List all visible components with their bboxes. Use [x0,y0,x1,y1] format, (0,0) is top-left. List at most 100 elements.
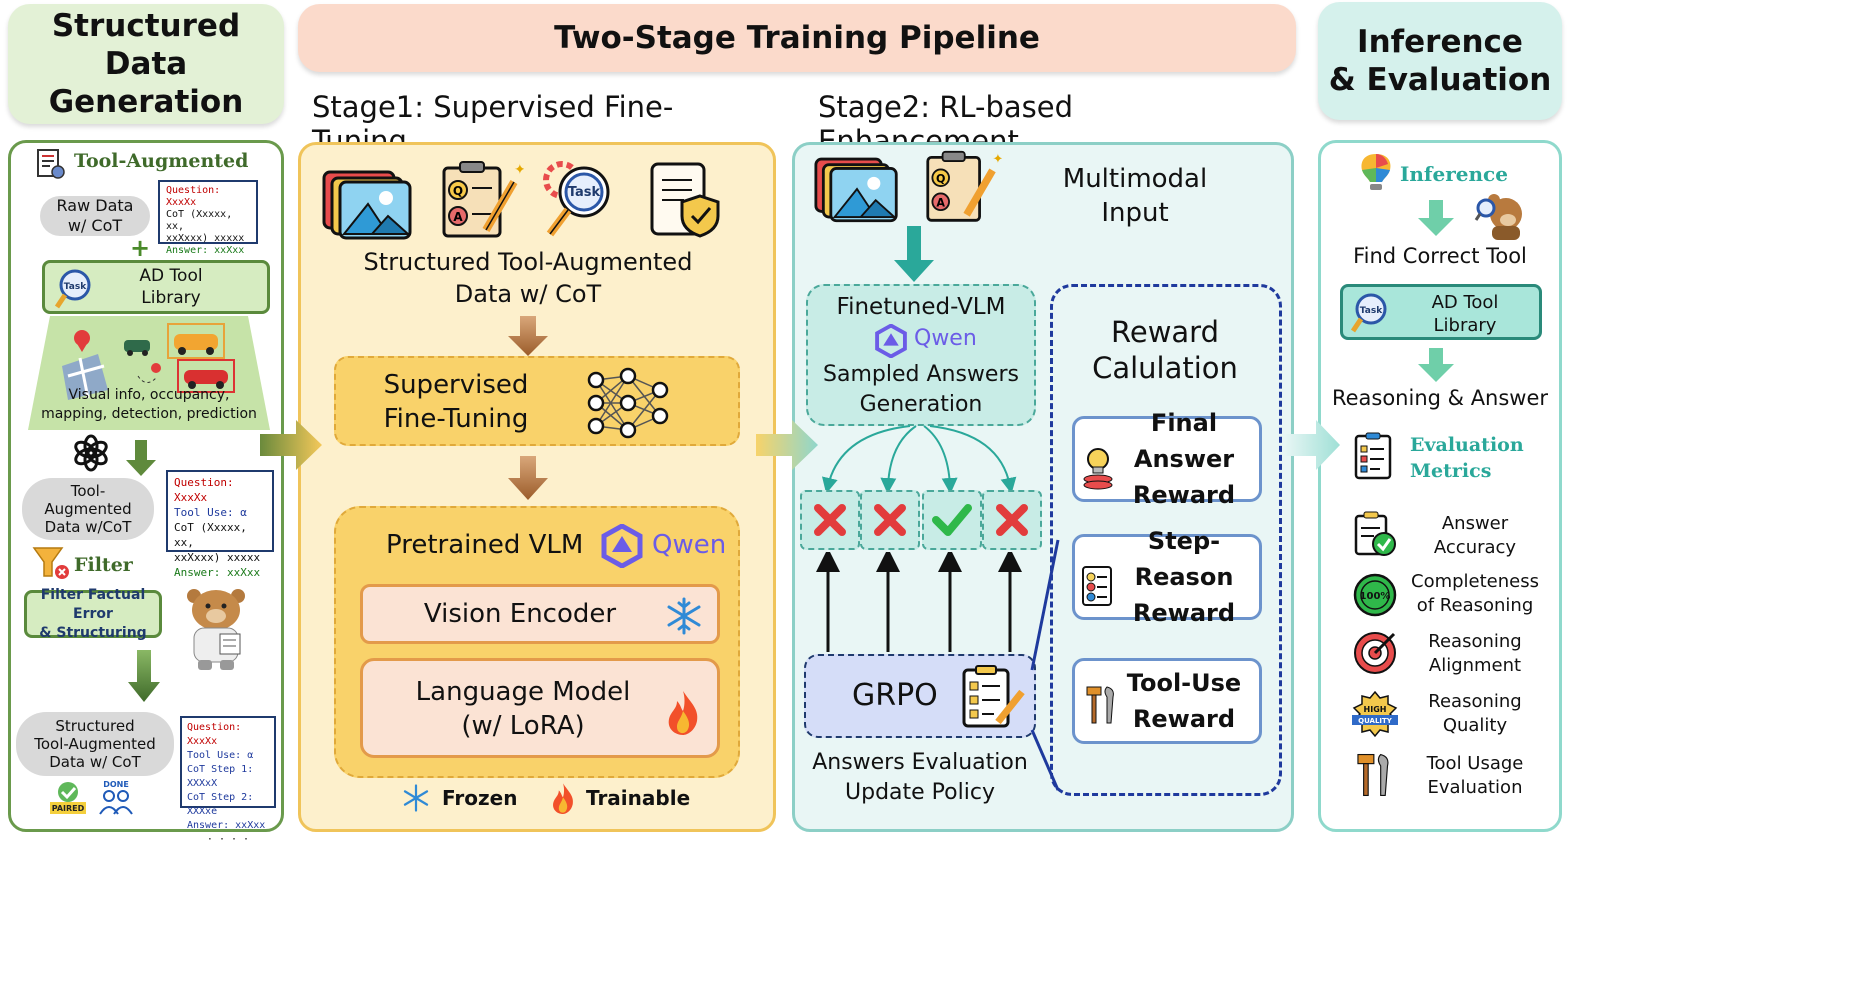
metric1-line1: Completeness [1411,571,1539,592]
header-middle-text: Two-Stage Training Pipeline [554,20,1040,56]
arrow-down-stage1-2 [508,456,548,500]
metric-answer-accuracy: Answer Accuracy [1402,512,1548,560]
detective-bear-icon [1474,194,1522,240]
tool-use-reward: Tool-Use Reward [1072,658,1262,744]
legend-fire-icon [553,783,573,814]
svg-text:Q: Q [453,184,463,198]
arrow-down-left-1 [126,440,156,476]
stage1-data-line1: Structured Tool-Augmented [363,248,693,276]
tool-aug-line2: Augmented [44,500,132,518]
pretrained-vlm-box: Pretrained VLM Qwen Vision Encoder Langu… [334,506,740,778]
metric-reasoning-quality: Reasoning Quality [1402,690,1548,738]
sft-line2: Fine-Tuning [383,404,529,434]
sample-box-tool: Question: XxxXx Tool Use: α CoT (Xxxxx, … [166,470,274,579]
box3-cot-step1: CoT Step 1: XXXxX [187,764,254,789]
checklist-pen-icon [962,665,1025,728]
box2-cot: CoT (Xxxxx, xx, [174,521,247,549]
pretrained-vlm-label: Pretrained VLM [386,530,584,560]
evaluation-metrics-label: Evaluation Metrics [1410,432,1524,484]
answer-wrong-3 [982,490,1042,550]
metric3-line1: Reasoning [1428,691,1522,712]
reward1-line1: Final Answer [1133,409,1235,473]
visual-info-line2: mapping, detection, prediction [41,406,257,422]
box1-question: Question: XxxXx [166,185,221,208]
left-ad-tool-line2: Library [141,288,201,308]
svg-text:Q: Q [936,172,945,185]
cross-icon [996,504,1028,536]
legend-snowflake-icon [403,784,429,812]
reward1-line2: Reward [1132,481,1236,509]
tools-evaluation-icon [1357,753,1389,797]
magnifier-task-icon-right: Task [1350,293,1387,333]
box2-tool-use: Tool Use: α [174,506,247,519]
box1-answer: Answer: xxXxx [166,245,245,256]
lightbulb-coins-icon [1083,448,1113,490]
raw-data-line2: w/ CoT [67,216,123,235]
left-ad-tool-line1: AD Tool [139,266,203,286]
metric0-line1: Answer [1441,513,1509,534]
visual-info-trapezoid [28,316,270,430]
metric3-line2: Quality [1442,715,1508,736]
metric2-line2: Alignment [1428,655,1522,676]
find-correct-tool-label: Find Correct Tool [1353,244,1527,268]
filter-icon [32,547,69,579]
qwen-logo-icon [601,524,643,568]
svg-text:A: A [936,196,945,209]
sample-box-raw: Question: XxxXx CoT (Xxxxx, xx, xxXxxx) … [158,180,258,268]
reward-title-line1: Reward [1111,315,1219,349]
final-answer-reward: Final Answer Reward [1072,409,1262,509]
filter-box-line2: & Structuring [39,624,147,641]
right-task-text: Task [1360,306,1383,316]
arrow-stage1-to-stage2 [756,420,818,470]
document-shield-icon [650,162,720,238]
legend-trainable: Trainable [586,786,691,810]
clipboard-check-icon [1354,511,1396,556]
stage1-data-label: Structured Tool-Augmented Data w/ CoT [336,246,720,310]
document-settings-icon [37,149,65,179]
header-left-line2: Generation [48,84,244,120]
numbered-list-icon [1082,566,1112,606]
hundred-percent-text: 100% [1360,591,1391,602]
metric-reasoning-alignment: Reasoning Alignment [1402,630,1548,678]
filter-box-line1: Filter Factual Error [40,586,146,622]
eval-line2: Update Policy [845,780,995,805]
box3-answer: Answer: xxXxx [187,820,266,831]
plus-icon: + [130,234,151,262]
ad-tool-library-left: Task AD Tool Library [42,260,270,314]
vision-encoder-box: Vision Encoder [360,584,720,644]
filter-factual-box: Filter Factual Error & Structuring [24,587,162,641]
language-model-box: Language Model (w/ LoRA) [360,658,720,758]
images-icon [322,170,412,240]
metric0-line2: Accuracy [1433,537,1517,558]
box1-cot2: xxXxxx) xxxxx [166,233,245,244]
header-left-line1: Structured Data [51,8,241,82]
multimodal-line1: Multimodal [1062,164,1208,194]
box3-question: Question: XxxXx [187,722,242,747]
tool-aug-line1: Tool- [70,482,106,500]
qa-clipboard-icon: Q A ✦ [442,161,524,238]
vision-encoder-label: Vision Encoder [423,599,617,629]
svg-text:✦: ✦ [993,152,1002,167]
tool-augmented-label: Tool-Augmented [74,150,249,172]
header-right-line1: Inference [1357,24,1523,60]
magnifier-task-icon: Task [54,269,91,309]
raw-data-pill: Raw Data w/ CoT [40,196,150,236]
ad-tool-library-right: Task AD Tool Library [1340,284,1542,340]
evaluation-checklist-icon [1354,432,1392,480]
tool-augmented-data-pill: Tool- Augmented Data w/CoT [22,478,154,540]
metric4-line2: Evaluation [1427,777,1523,798]
sampled-line2: Generation [859,392,983,417]
arrow-down-right-2 [1418,348,1454,382]
reward-calculation-title: Reward Calulation [1060,314,1270,386]
header-inference-evaluation: Inference & Evaluation [1318,2,1562,120]
legend-frozen: Frozen [442,786,518,810]
reward-title-line2: Calulation [1092,351,1238,385]
reward-calculation-box [1050,284,1282,796]
fire-icon [668,691,698,735]
stage1-data-line2: Data w/ CoT [454,280,602,308]
metric1-line2: of Reasoning [1416,595,1534,616]
multimodal-line2: Input [1101,198,1169,228]
box2-cot2: xxXxxx) xxxxx [174,551,261,564]
reward2-line2: Reward [1132,599,1236,627]
finetuned-vlm-box: Finetuned-VLM Qwen Sampled Answers Gener… [806,284,1036,426]
